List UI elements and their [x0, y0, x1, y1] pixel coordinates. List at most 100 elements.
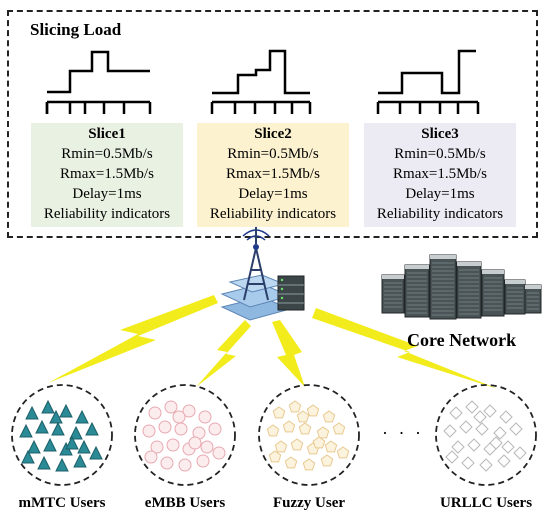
- user-marker-pentagon: [324, 440, 338, 453]
- user-marker-pentagon: [322, 410, 336, 423]
- user-marker-diamond: [467, 438, 481, 452]
- user-marker-triangle: [75, 409, 89, 424]
- user-marker-diamond: [459, 420, 473, 434]
- slice-rmax: Rmax=1.5Mb/s: [393, 166, 487, 182]
- user-group-fuzzy: [258, 384, 360, 486]
- user-marker-diamond: [513, 446, 527, 460]
- slice2-card: Slice2 Rmin=0.5Mb/s Rmax=1.5Mb/s Delay=1…: [197, 123, 349, 227]
- user-marker-diamond: [483, 404, 497, 418]
- user-marker-diamond: [449, 406, 463, 420]
- user-marker-triangle: [27, 439, 41, 454]
- user-marker-pentagon: [306, 404, 320, 417]
- user-marker-diamond: [475, 422, 489, 436]
- slicing-load-frame: [7, 10, 538, 238]
- slice2-load-profile: [210, 49, 312, 114]
- slice-name: Slice3: [421, 126, 459, 142]
- user-marker-triangle: [49, 409, 63, 424]
- user-marker-pentagon: [296, 410, 310, 423]
- user-marker-circle: [164, 400, 178, 414]
- user-marker-diamond: [509, 422, 523, 436]
- slice-delay: Delay=1ms: [238, 186, 308, 202]
- slice-delay: Delay=1ms: [405, 186, 475, 202]
- slice-rmin: Rmin=0.5Mb/s: [61, 146, 153, 162]
- user-marker-pentagon: [312, 436, 326, 449]
- user-marker-circle: [160, 456, 174, 470]
- user-marker-circle: [144, 450, 158, 464]
- base-station-icon: [220, 226, 292, 321]
- user-marker-pentagon: [332, 422, 346, 435]
- user-marker-pentagon: [290, 438, 304, 451]
- user-marker-circle: [182, 404, 196, 418]
- user-marker-circle: [166, 438, 180, 452]
- urllc-users-label: URLLC Users: [439, 495, 533, 511]
- core-server-icon: [381, 254, 542, 320]
- user-marker-diamond: [451, 440, 465, 454]
- user-marker-circle: [158, 420, 172, 434]
- ellipsis: · · ·: [382, 423, 424, 443]
- user-marker-triangle: [21, 449, 35, 464]
- user-marker-diamond: [489, 436, 503, 450]
- lightning-bolt-icon: [272, 320, 305, 387]
- slice-name: Slice1: [88, 126, 126, 142]
- user-marker-pentagon: [302, 458, 316, 471]
- user-marker-pentagon: [272, 406, 286, 419]
- user-marker-circle: [198, 410, 212, 424]
- user-marker-circle: [172, 410, 186, 424]
- mmtc-users-label: mMTC Users: [18, 495, 106, 511]
- user-marker-pentagon: [336, 446, 350, 459]
- user-marker-diamond: [465, 400, 479, 414]
- user-marker-triangle: [25, 405, 39, 420]
- user-group-mmtc: [11, 384, 113, 486]
- server-rack-icon: [381, 274, 405, 314]
- slice-name: Slice2: [254, 126, 292, 142]
- embb-users-label: eMBB Users: [144, 495, 226, 511]
- user-group-urllc: [435, 384, 537, 486]
- slice-reliability: Reliability indicators: [43, 206, 171, 222]
- slice3-load-profile: [376, 49, 480, 114]
- slice-rmax: Rmax=1.5Mb/s: [226, 166, 320, 182]
- server-rack-icon: [481, 269, 505, 317]
- user-marker-diamond: [443, 424, 457, 438]
- server-rack-icon: [456, 261, 482, 319]
- slice1-load-profile: [45, 50, 152, 114]
- user-marker-diamond: [479, 458, 493, 472]
- user-marker-triangle: [59, 403, 73, 418]
- user-marker-pentagon: [288, 400, 302, 413]
- user-marker-triangle: [65, 435, 79, 450]
- user-marker-circle: [178, 458, 192, 472]
- server-rack-icon: [277, 275, 305, 311]
- lightning-bolt-icon: [312, 308, 498, 389]
- user-marker-circle: [188, 436, 202, 450]
- user-marker-triangle: [73, 453, 87, 468]
- user-marker-triangle: [77, 439, 91, 454]
- user-marker-triangle: [41, 399, 55, 414]
- user-marker-pentagon: [284, 456, 298, 469]
- lightning-bolt-icon: [48, 295, 218, 383]
- user-marker-triangle: [85, 421, 99, 436]
- server-rack-icon: [404, 264, 430, 318]
- server-rack-icon: [429, 254, 457, 320]
- user-marker-pentagon: [298, 422, 312, 435]
- user-marker-circle: [212, 446, 226, 460]
- user-marker-triangle: [69, 425, 83, 440]
- user-group-embb: [134, 384, 236, 486]
- user-marker-diamond: [493, 426, 507, 440]
- server-rack-icon: [524, 284, 542, 314]
- user-marker-triangle: [19, 423, 33, 438]
- user-marker-triangle: [55, 457, 69, 472]
- user-marker-pentagon: [282, 420, 296, 433]
- user-marker-circle: [208, 422, 222, 436]
- user-marker-triangle: [89, 445, 103, 460]
- user-marker-triangle: [35, 419, 49, 434]
- user-marker-circle: [196, 454, 210, 468]
- user-marker-diamond: [501, 440, 515, 454]
- server-rack-icon: [504, 279, 526, 315]
- user-marker-pentagon: [268, 450, 282, 463]
- user-marker-circle: [142, 424, 156, 438]
- lightning-bolt-icon: [196, 320, 251, 387]
- user-marker-diamond: [461, 456, 475, 470]
- user-marker-triangle: [51, 421, 65, 436]
- slice1-card: Slice1 Rmin=0.5Mb/s Rmax=1.5Mb/s Delay=1…: [31, 123, 183, 227]
- user-marker-diamond: [497, 454, 511, 468]
